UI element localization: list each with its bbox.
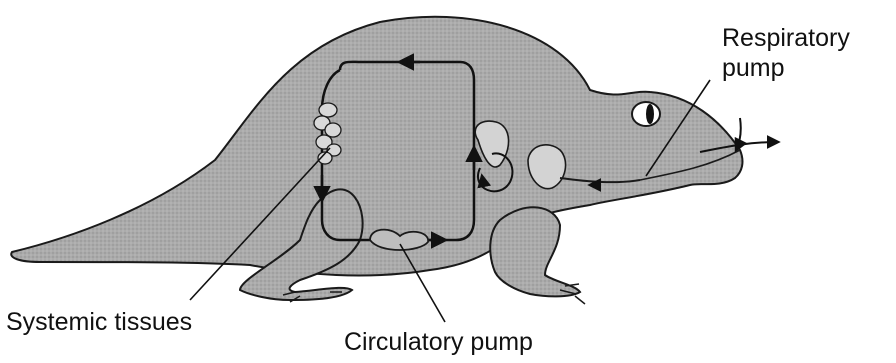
systemic-tissues-label: Systemic tissues (6, 308, 192, 336)
respiratory-pump-label: Respiratory pump (722, 24, 857, 82)
circulatory-pump-label: Circulatory pump (344, 328, 533, 356)
front-leg (490, 207, 580, 296)
